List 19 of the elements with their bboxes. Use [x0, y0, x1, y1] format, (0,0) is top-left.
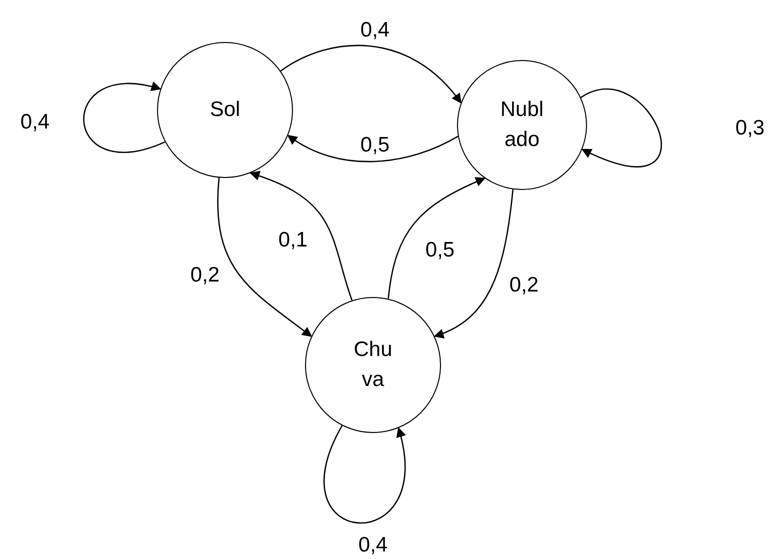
arrow — [287, 134, 458, 162]
arrow — [83, 82, 166, 153]
arrow — [388, 177, 486, 299]
state-label: Sol — [208, 97, 242, 123]
arrow — [217, 178, 312, 337]
arrow — [280, 44, 462, 104]
state-label: Nubl ado — [499, 97, 545, 153]
edge-label: 0,5 — [358, 134, 392, 156]
edge-label: 0,4 — [356, 534, 390, 556]
edge-label: 0,4 — [18, 112, 52, 132]
state-label: Chu va — [352, 337, 394, 393]
edge-label: 0,1 — [276, 230, 310, 250]
arrow — [580, 89, 662, 168]
edge-label: 0,5 — [423, 240, 457, 260]
arrow — [324, 425, 406, 524]
edge-label: 0,3 — [733, 118, 767, 138]
edge-label: 0,4 — [358, 20, 392, 40]
arrow — [250, 171, 353, 301]
arrow — [434, 189, 514, 338]
